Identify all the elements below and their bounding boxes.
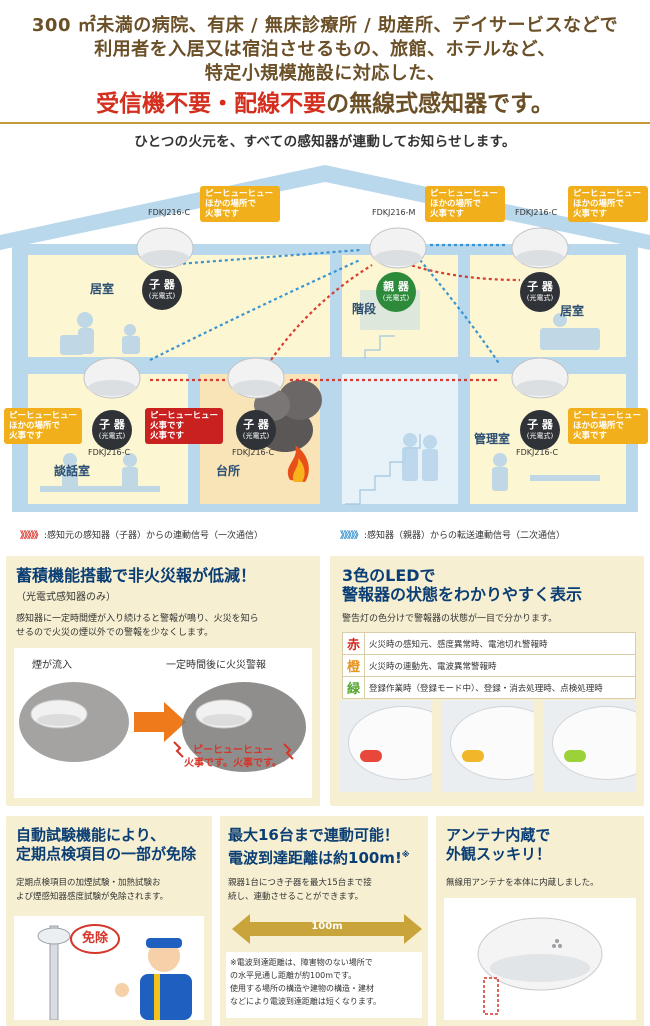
red-signal-icon: 》》》》》 bbox=[20, 531, 43, 541]
panel-title: 自動試験機能により、 定期点検項目の一部が免除 bbox=[16, 826, 197, 863]
panel-text: 定期点検項目の加煙試験・加熱試験お よび煙感知器感度試験が免除されます。 bbox=[16, 878, 169, 902]
led-photo-red bbox=[340, 700, 432, 792]
alarm-callout: ピーヒューヒュー ほかの場所で 火事です bbox=[568, 186, 648, 222]
model-label: FDKJ216-M bbox=[372, 208, 416, 217]
alarm-callout: ピーヒューヒュー ほかの場所で 火事です bbox=[200, 186, 280, 222]
panel-title: 最大16台まで連動可能！ 電波到達距離は約100m!※ bbox=[228, 826, 410, 867]
child-badge: 子 器 (光電式) bbox=[520, 272, 560, 312]
child-badge: 子 器 (光電式) bbox=[520, 410, 560, 450]
legend-secondary-signal: 》》》》》:感知器（親器）からの転送連動信号（二次通信） bbox=[340, 531, 566, 541]
alarm-sound-text: ピーヒューヒュー 火事です。火事です。 bbox=[184, 745, 282, 769]
led-row-red: 赤 火災時の感知元、感度異常時、電池切れ警報時 bbox=[341, 632, 636, 655]
divider bbox=[0, 122, 650, 124]
panel-subtitle: （光電式感知器のみ） bbox=[16, 592, 116, 603]
child-badge: 子 器 (光電式) bbox=[92, 410, 132, 450]
subheading: ひとつの火元を、すべての感知器が連動してお知らせします。 bbox=[134, 134, 516, 150]
panel-title: アンテナ内蔵で 外観スッキリ！ bbox=[446, 826, 552, 863]
model-label: FDKJ216-C bbox=[148, 208, 191, 217]
panel-text: 感知器に一定時間煙が入り続けると警報が鳴り、火災を知ら せるので火災の煙以外での… bbox=[16, 614, 259, 638]
detector-bottom-left bbox=[83, 357, 141, 399]
distance-label: 100m bbox=[311, 921, 343, 932]
room-label: 管理室 bbox=[474, 432, 511, 446]
headline-line-1: 300 ㎡未満の病院、有床 / 無床診療所 / 助産所、デイサービスなどで bbox=[31, 15, 619, 36]
child-badge: 子 器 (光電式) bbox=[236, 410, 276, 450]
room-label: 談話室 bbox=[54, 464, 91, 478]
led-photo-green bbox=[544, 700, 636, 792]
legend-primary-signal: 》》》》》:感知元の感知器（子器）からの連動信号（一次通信） bbox=[20, 531, 264, 541]
headline-line-4: 受信機不要・配線不要の無線式感知器です。 bbox=[0, 88, 650, 120]
led-photo-orange bbox=[442, 700, 534, 792]
distance-arrow: 100m bbox=[232, 914, 422, 944]
detector-bottom-right bbox=[511, 357, 569, 399]
exempt-stamp: 免除 bbox=[70, 924, 120, 954]
house-illustration: FDKJ216-C FDKJ216-M FDKJ216-C FDKJ216-C … bbox=[0, 160, 650, 520]
led-table: 赤 火災時の感知元、感度異常時、電池切れ警報時 橙 火災時の連動先、電波異常警報… bbox=[341, 632, 636, 699]
panel-title: 3色のLEDで 警報器の状態をわかりやすく表示 bbox=[342, 566, 583, 604]
detector-bottom-center bbox=[227, 357, 285, 399]
alarm-callout: ピーヒューヒュー ほかの場所で 火事です bbox=[4, 408, 82, 444]
alarm-after-label: 一定時間後に火災警報 bbox=[166, 660, 266, 671]
detector-top-right bbox=[511, 227, 569, 269]
storage-diagram bbox=[19, 682, 306, 772]
room-label: 居室 bbox=[90, 282, 115, 296]
child-badge: 子 器 (光電式) bbox=[142, 270, 182, 310]
parent-badge: 親 器 (光電式) bbox=[376, 272, 416, 312]
model-label: FDKJ216-C bbox=[515, 208, 558, 217]
detector-top-left bbox=[136, 227, 194, 269]
model-label: FDKJ216-C bbox=[232, 448, 275, 457]
blue-signal-icon: 》》》》》 bbox=[340, 531, 363, 541]
panel-text: 親器1台につき子器を最大15台まで接 続し、連動させることができます。 bbox=[228, 878, 372, 902]
panel-text: 無線用アンテナを本体に内蔵しました。 bbox=[446, 878, 599, 888]
room-label: 居室 bbox=[560, 304, 585, 318]
room-label: 台所 bbox=[216, 464, 241, 478]
alarm-callout: ピーヒューヒュー ほかの場所で 火事です bbox=[425, 186, 505, 222]
detector-top-center bbox=[369, 227, 427, 269]
model-label: FDKJ216-C bbox=[88, 448, 131, 457]
range-note: ※電波到達距離は、障害物のない場所で の水平見通し距離が約100mです。 使用す… bbox=[226, 952, 422, 1018]
headline: 300 ㎡未満の病院、有床 / 無床診療所 / 助産所、デイサービスなどで 利用… bbox=[0, 0, 650, 122]
headline-line-3: 特定小規模施設に対応した、 bbox=[204, 63, 446, 84]
auto-test-illustration: 免除 bbox=[14, 916, 204, 1021]
room-label: 階段 bbox=[352, 302, 377, 316]
alarm-callout: ピーヒューヒュー ほかの場所で 火事です bbox=[568, 408, 648, 444]
headline-line-2: 利用者を入居又は宿泊させるもの、旅館、ホテルなど、 bbox=[94, 39, 556, 60]
led-row-orange: 橙 火災時の連動先、電波異常警報時 bbox=[341, 654, 636, 677]
panel-title: 蓄積機能搭載で非火災報が低減！ bbox=[16, 566, 257, 585]
model-label: FDKJ216-C bbox=[516, 448, 559, 457]
headline-highlight: 受信機不要・配線不要 bbox=[96, 91, 327, 117]
fire-callout: ピーヒューヒュー 火事です 火事です bbox=[145, 408, 223, 444]
led-row-green: 緑 登録作業時（登録モード中）、登録・消去処理時、点検処理時 bbox=[341, 676, 636, 699]
headline-line-4-rest: の無線式感知器です。 bbox=[326, 91, 554, 117]
panel-text: 警告灯の色分けで警報器の状態が一目で分かります。 bbox=[342, 614, 558, 624]
antenna-illustration bbox=[444, 898, 636, 1020]
smoke-inflow-label: 煙が流入 bbox=[32, 660, 72, 671]
